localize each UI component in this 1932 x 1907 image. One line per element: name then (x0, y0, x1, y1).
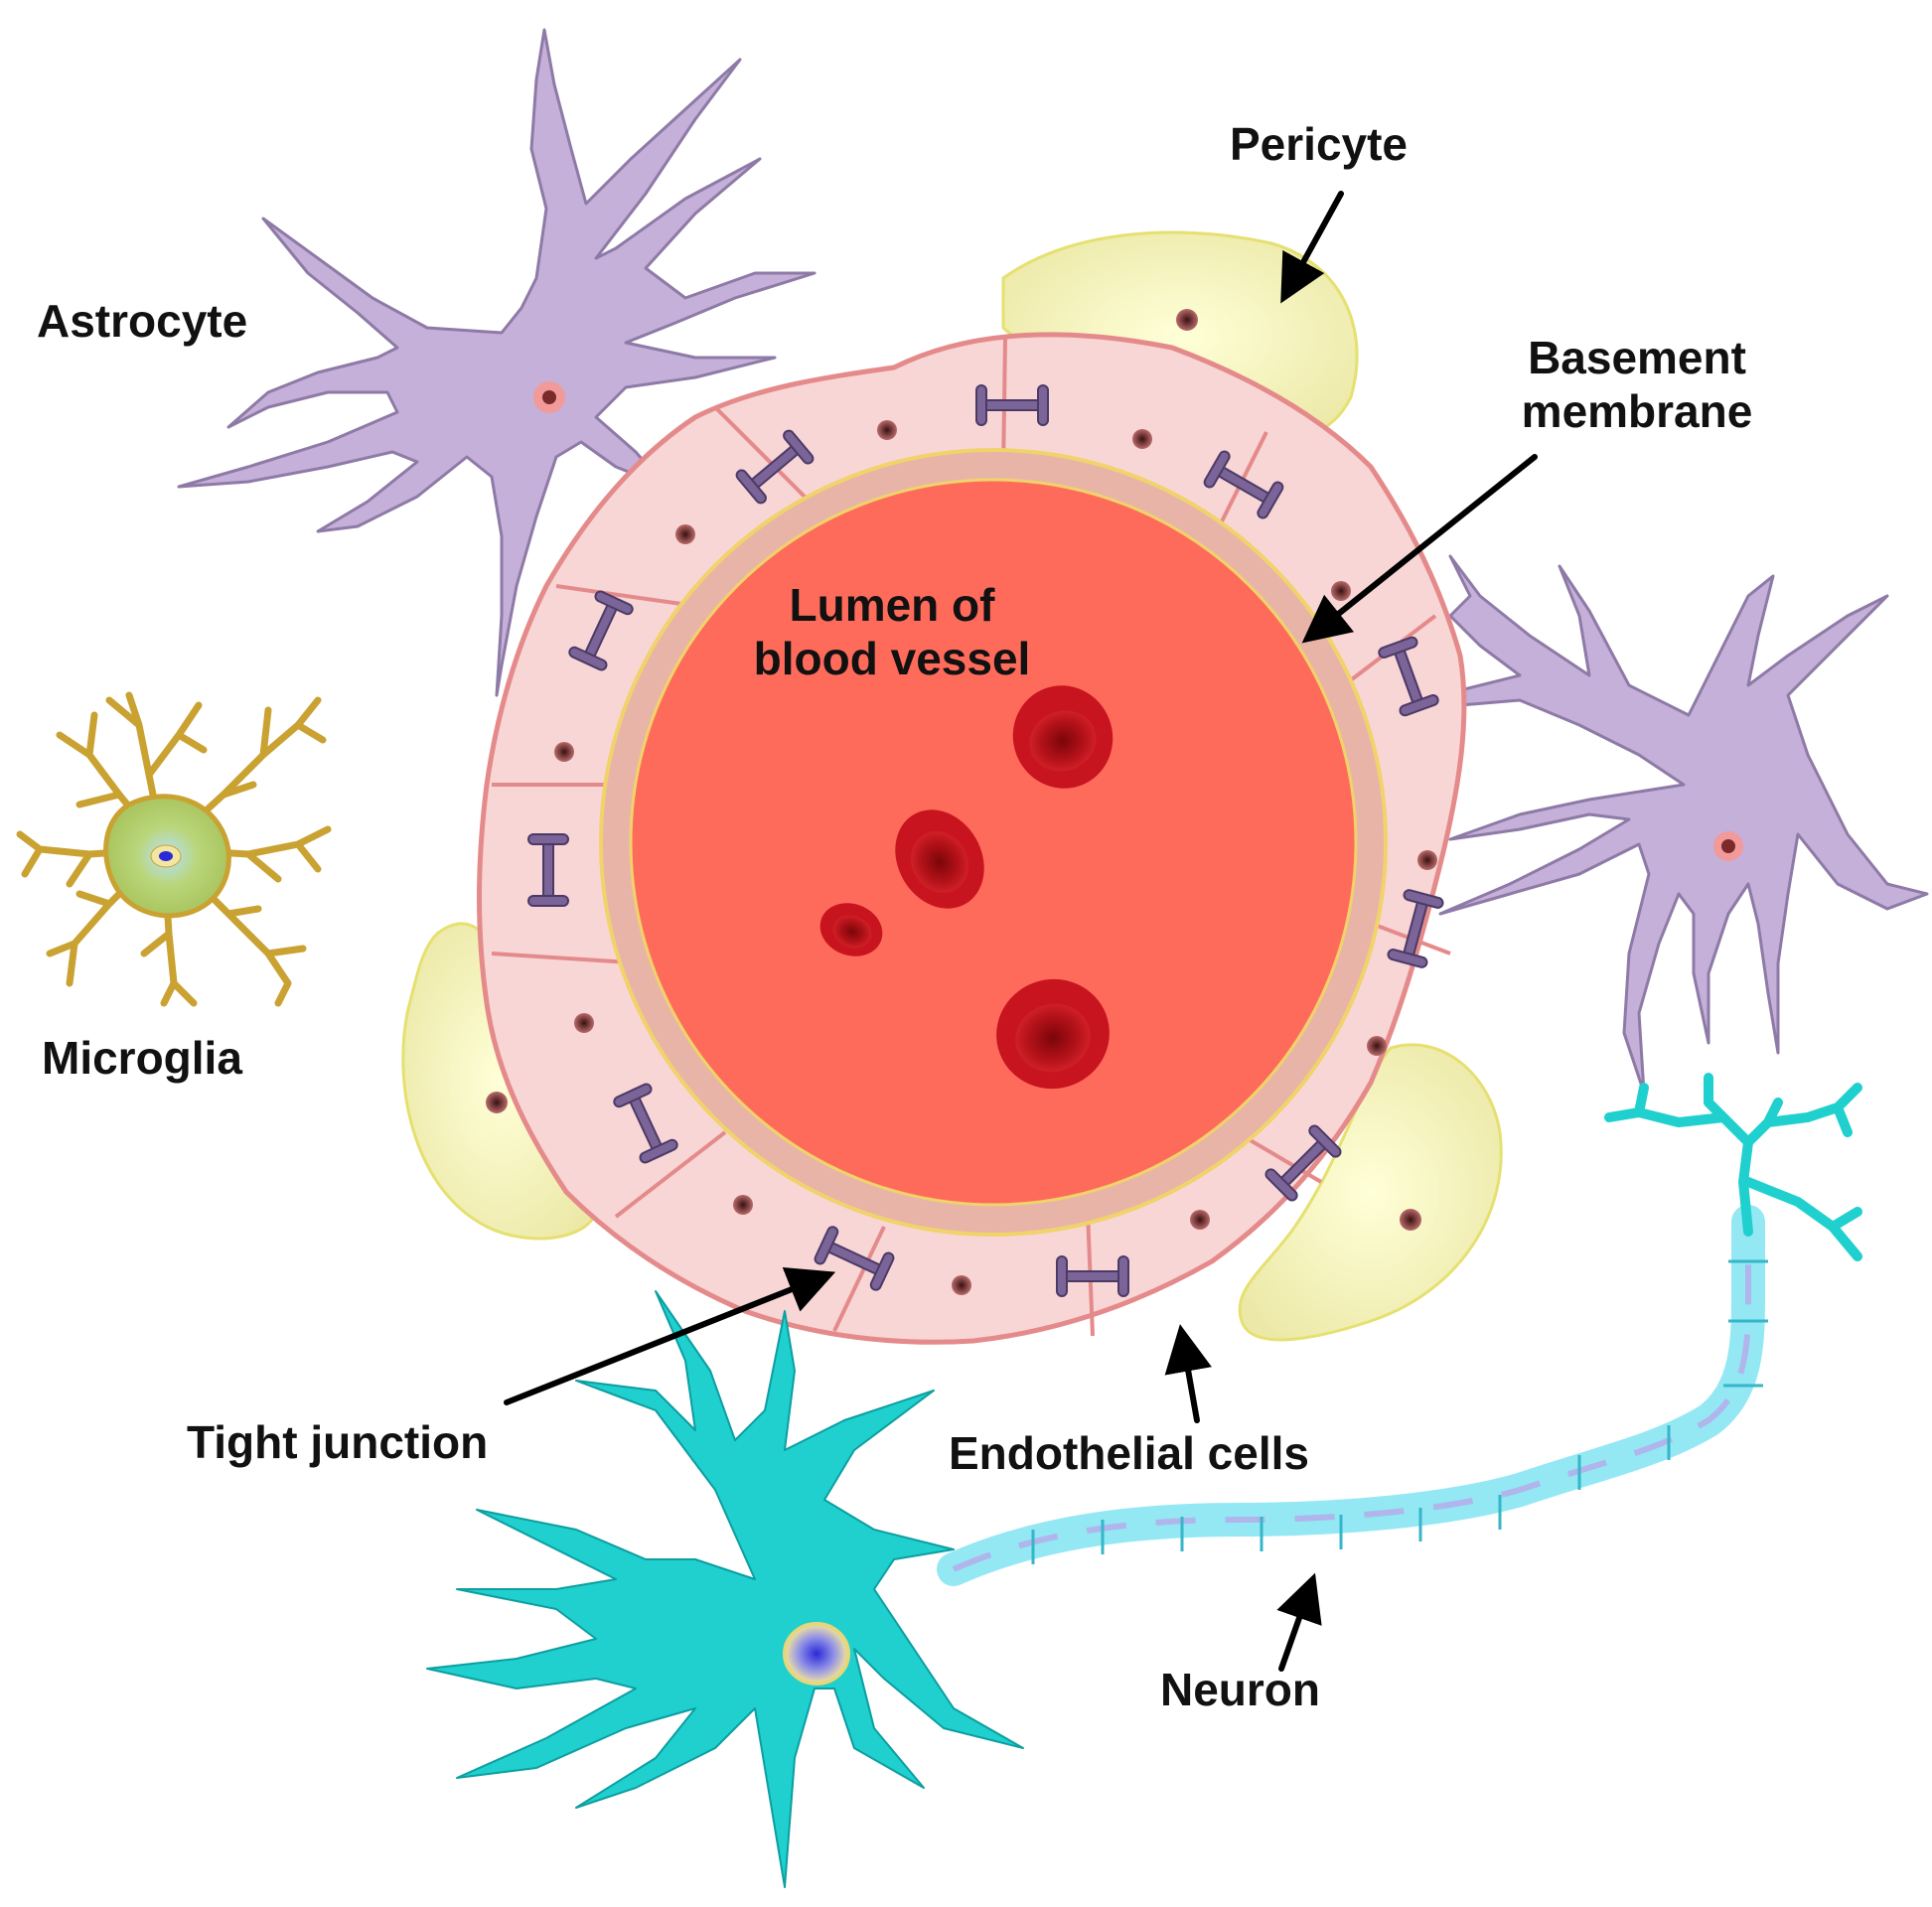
basement-membrane-label-line1: Basement (1528, 332, 1746, 383)
axon-terminal (1604, 1073, 1862, 1261)
tight-junction (1387, 889, 1444, 968)
lumen-label-line1: Lumen of (789, 579, 995, 631)
arrows (504, 191, 1538, 1672)
tight-junction (1056, 1255, 1129, 1297)
red-blood-cell (895, 809, 984, 909)
arrow-tight-junction (504, 1266, 836, 1405)
tight-junction (1203, 450, 1284, 519)
neuron-label: Neuron (1160, 1664, 1320, 1715)
basement-membrane-label-line2: membrane (1521, 385, 1753, 437)
red-blood-cells (819, 685, 1114, 1090)
tight-junction (1378, 636, 1439, 717)
lumen-label-line2: blood vessel (753, 633, 1031, 684)
tight-junction (568, 590, 634, 671)
arrow-pericyte (1280, 191, 1344, 304)
neuron (426, 1073, 1862, 1888)
tight-junction (975, 384, 1049, 426)
basement-membrane-label: Basement membrane (1488, 331, 1786, 438)
microglia (16, 691, 332, 1007)
vessel-lumen (629, 478, 1358, 1207)
astrocyte-right (1389, 554, 1929, 1095)
pericyte-nucleus (486, 1092, 508, 1113)
astrocyte-label: Astrocyte (37, 295, 248, 347)
red-blood-cell (819, 903, 883, 956)
tight-junction (1264, 1124, 1342, 1202)
arrow-endothelial-cells (1164, 1324, 1212, 1423)
tight-junction (814, 1226, 895, 1291)
pericyte-right (1238, 1043, 1503, 1342)
neuron-soma (426, 1290, 1024, 1888)
pericyte-label: Pericyte (1230, 118, 1409, 170)
red-blood-cell (996, 978, 1110, 1090)
tight-junction (613, 1083, 678, 1164)
neuron-nucleus (783, 1622, 850, 1686)
myelin-sheath (937, 1205, 1768, 1586)
endothelial-cells-label: Endothelial cells (949, 1427, 1309, 1479)
tight-junction (527, 833, 569, 907)
pericyte-nucleus (1400, 1209, 1421, 1231)
tight-junctions (527, 384, 1444, 1297)
lumen-label: Lumen of blood vessel (713, 578, 1071, 685)
red-blood-cell (1012, 685, 1114, 789)
tight-junction-label: Tight junction (187, 1416, 489, 1468)
arrow-neuron (1276, 1572, 1322, 1672)
astrocyte-top-left (177, 28, 817, 697)
arrow-basement-membrane (1301, 454, 1538, 644)
pericyte-nucleus (1176, 309, 1198, 331)
tight-junction (735, 429, 815, 505)
microglia-label: Microglia (42, 1032, 242, 1084)
